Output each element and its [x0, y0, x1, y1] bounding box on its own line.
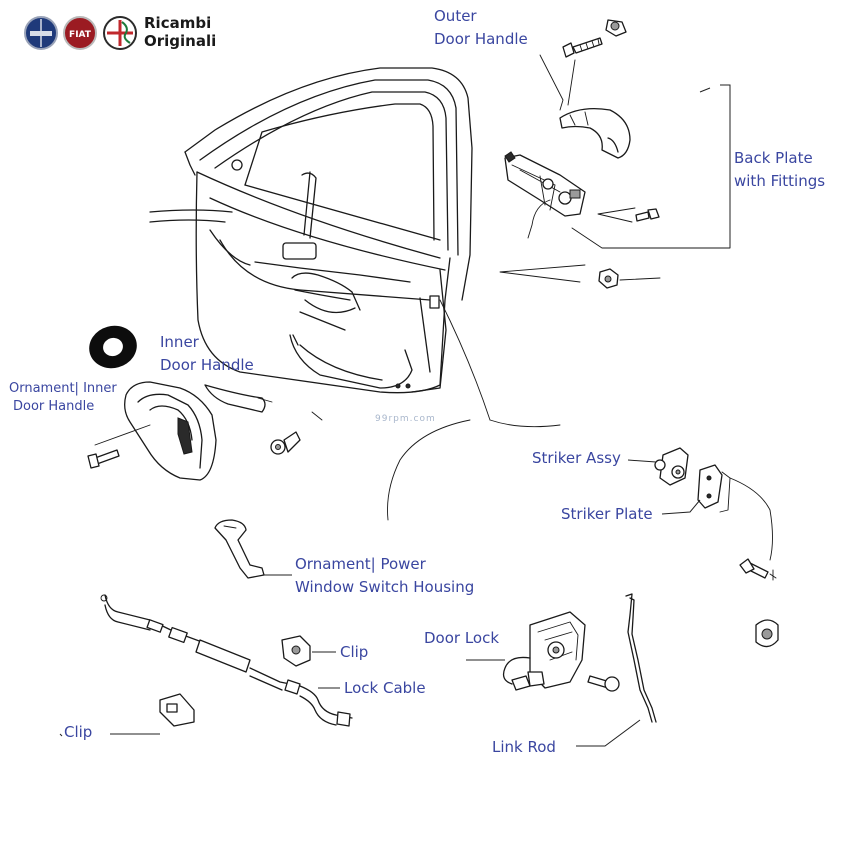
brand-line-1: Ricambi: [144, 14, 212, 32]
label-door-lock: Door Lock: [424, 629, 500, 647]
label-lock-cable: Lock Cable: [344, 679, 426, 697]
inner-handle-seal: [89, 325, 137, 369]
lancia-logo: [24, 16, 58, 50]
cable-clip-left: [159, 693, 195, 727]
label-striker-assy: Striker Assy: [532, 449, 621, 467]
label-ornament-inner-2: Door Handle: [13, 399, 95, 414]
power-window-switch-housing: [214, 519, 265, 579]
label-link-rod: Link Rod: [492, 738, 556, 756]
watermark: 99rpm.com: [375, 414, 436, 424]
striker-screw: [739, 558, 777, 581]
link-rod: [625, 593, 657, 723]
striker-cap: [755, 619, 779, 648]
fiat-logo: FIAT: [63, 16, 97, 50]
trim-fastener: [270, 431, 301, 455]
label-clip-left: Clip: [64, 723, 93, 741]
label-clip-right: Clip: [340, 643, 369, 661]
label-ornament-power-1: Ornament| Power: [295, 555, 426, 573]
svg-text:FIAT: FIAT: [69, 30, 92, 40]
ornament-inner-door-handle: [124, 381, 217, 481]
label-ornament-power-2: Window Switch Housing: [295, 578, 475, 596]
outer-handle-screw: [562, 37, 603, 58]
label-outer-door-handle-1: Outer: [434, 7, 477, 25]
lock-cable: [100, 594, 353, 727]
back-plate-clip: [598, 268, 619, 289]
cable-clip-right: [281, 635, 311, 667]
label-ornament-inner-1: Ornament| Inner: [9, 381, 117, 396]
brand-title: Ricambi Originali: [144, 14, 216, 50]
ornament-screw: [87, 449, 120, 469]
label-striker-plate: Striker Plate: [561, 505, 653, 523]
back-plate: [504, 151, 586, 239]
inner-door-handle: [204, 384, 266, 413]
outer-door-handle: [559, 107, 631, 159]
label-back-plate-2: with Fittings: [734, 172, 826, 190]
label-inner-door-handle-2: Door Handle: [160, 356, 254, 374]
label-back-plate-1: Back Plate: [734, 149, 813, 167]
door-lock-screw: [587, 675, 620, 692]
brand-line-2: Originali: [144, 32, 217, 50]
alfa-romeo-logo: [103, 16, 137, 50]
label-outer-door-handle-2: Door Handle: [434, 30, 528, 48]
door-assembly: [149, 67, 561, 521]
striker-assy: [654, 447, 689, 486]
label-inner-door-handle-1: Inner: [160, 333, 199, 351]
outer-handle-washer: [605, 19, 627, 37]
striker-plate: [697, 464, 723, 509]
back-plate-screw: [635, 208, 660, 222]
door-lock: [502, 611, 586, 691]
